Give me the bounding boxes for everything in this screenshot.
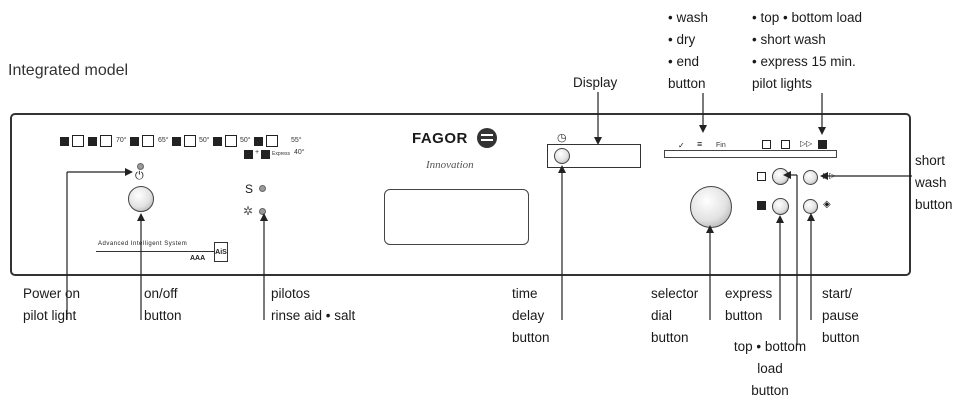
fast-forward-icon — [266, 135, 278, 147]
recessed-window — [384, 189, 529, 245]
onoff-arrow — [137, 213, 145, 221]
pilotos-label: pilotos rinse aid • salt — [271, 286, 356, 323]
dry-icon: ≡ — [697, 139, 703, 149]
load-lights-label: • top • bottom load • short wash • expre… — [752, 10, 863, 91]
load-lights-arrow — [818, 127, 826, 135]
program-4-key-icon — [172, 137, 181, 146]
display-window — [547, 144, 641, 168]
short-wash-button[interactable] — [803, 170, 818, 185]
brand-logo: FAGOR — [412, 130, 468, 147]
express-button[interactable] — [772, 198, 789, 215]
selector-label: selector dial button — [651, 286, 699, 345]
top-load-icon — [762, 140, 771, 149]
ais-text: Advanced Intelligent System — [98, 241, 188, 247]
control-panel — [10, 113, 911, 276]
program-2-key-icon — [88, 137, 97, 146]
express-temp: 40° — [294, 149, 305, 156]
power-on-pilot-light — [137, 163, 144, 170]
rinse-aid-icon: ✲ — [243, 204, 254, 218]
eco-icon — [184, 135, 196, 147]
prewash-icon — [72, 135, 84, 147]
clock-icon: ◷ — [557, 132, 567, 144]
program-3-key-icon — [130, 137, 139, 146]
top-bottom-load-icon — [757, 172, 766, 181]
brand-sub: Innovation — [426, 159, 474, 171]
power-symbol-icon: ⏻ — [135, 170, 144, 182]
indicator-strip — [664, 150, 837, 158]
short-wash-label: short wash button — [915, 153, 953, 212]
pilotos-arrow — [260, 213, 268, 221]
end-text: Fin — [716, 142, 726, 149]
ais-underline — [96, 251, 214, 252]
onoff-button[interactable] — [128, 186, 154, 212]
short-wash-icon: ▷▷ — [800, 139, 813, 148]
express-button-icon — [757, 201, 766, 210]
indicator-label: • wash • dry • end button — [668, 10, 708, 91]
program-temp-4: 50° — [240, 137, 251, 144]
short-wash-arrow — [820, 172, 828, 180]
express-light-icon — [818, 140, 827, 149]
aaa-text: AAA — [190, 255, 206, 262]
program-1-key-icon — [60, 137, 69, 146]
program-5-key-icon — [213, 137, 222, 146]
onoff-label: on/off button — [144, 286, 182, 323]
delicate-icon — [225, 135, 237, 147]
indicator-arrow — [699, 125, 707, 133]
display-arrow — [594, 137, 602, 145]
start-pause-button[interactable] — [803, 199, 818, 214]
time-delay-button[interactable] — [554, 148, 570, 164]
display-label: Display — [573, 75, 618, 90]
program-temp-3: 50° — [199, 137, 210, 144]
brand-emblem-icon — [477, 128, 497, 148]
normal-icon — [142, 135, 154, 147]
time-delay-label: time delay button — [512, 286, 550, 345]
power-on-arrow — [125, 168, 133, 176]
program-temp-5: 55° — [291, 137, 302, 144]
time-delay-arrow — [558, 165, 566, 173]
top-bottom-arrow — [783, 171, 791, 179]
top-bottom-label: top • bottom load button — [733, 339, 807, 398]
power-on-label: Power on pilot light — [23, 286, 81, 323]
program-6-key-icon — [254, 137, 263, 146]
salt-pilot-light — [259, 185, 266, 192]
model-title: Integrated model — [8, 62, 129, 79]
wash-icon: ✓ — [678, 141, 685, 150]
start-pause-arrow — [807, 213, 815, 221]
express-text: Express — [272, 151, 291, 157]
selector-arrow — [706, 225, 714, 233]
express-label: express button — [725, 286, 773, 323]
salt-icon: S — [245, 182, 254, 196]
start-pause-icon: ◈ — [823, 199, 831, 210]
program-temp-1: 70° — [116, 137, 127, 144]
express-icon — [261, 150, 270, 159]
program-7-key-icon — [244, 150, 253, 159]
ais-logo: AiS — [214, 242, 228, 262]
express-arrow — [776, 215, 784, 223]
bottom-load-icon — [781, 140, 790, 149]
start-pause-label: start/ pause button — [822, 286, 860, 345]
rinse-aid-pilot-light — [259, 208, 266, 215]
program-temp-2: 65° — [158, 137, 169, 144]
intensive-icon — [100, 135, 112, 147]
